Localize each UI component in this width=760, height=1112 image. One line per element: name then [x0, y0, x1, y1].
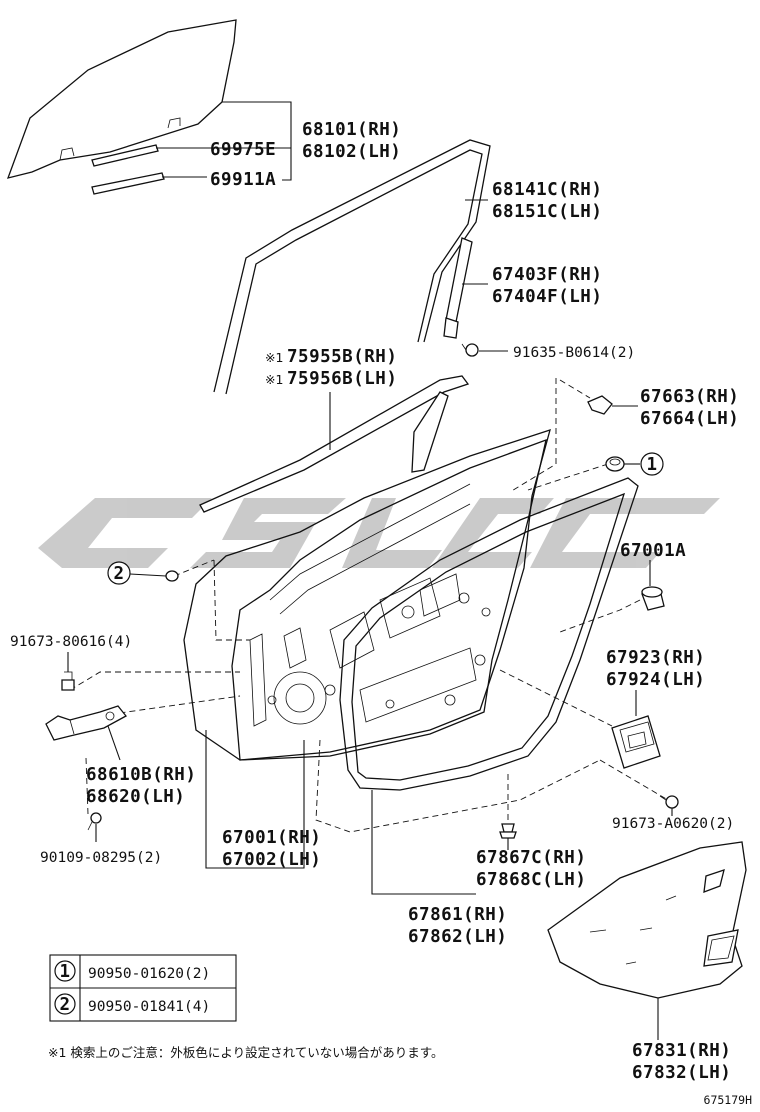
- label-clip-upper-lh: 67664(LH): [640, 409, 739, 429]
- ref-line-check: [69, 695, 241, 721]
- callout-circle-1: [640, 452, 664, 476]
- cap-67001a: [641, 586, 665, 611]
- label-belt-moulding-lh: 75956B(LH): [287, 369, 397, 389]
- watermark-logo: [38, 498, 720, 568]
- ref-line-clip: [509, 378, 557, 493]
- service-hole-cover: [611, 715, 661, 769]
- ref-line-cover-bolt: [599, 759, 669, 801]
- trim-board: [547, 841, 747, 999]
- ref-line-cap1: [527, 463, 609, 491]
- legend-part-1: 90950-01620(2): [88, 966, 210, 982]
- label-run-channel-lh: 68151C(LH): [492, 202, 602, 222]
- label-weatherstrip-lh: 67862(LH): [408, 927, 507, 947]
- footnote: ※1 検索上のご注意：外板色により設定されていない場合があります。: [48, 1045, 444, 1060]
- cover-bolt: [659, 795, 679, 809]
- label-cover-rh: 67923(RH): [606, 648, 705, 668]
- door-panel: [183, 429, 551, 761]
- leader-door-check: [107, 725, 121, 761]
- ref-line-left: [213, 559, 250, 641]
- rear-run-channel: [443, 237, 473, 339]
- label-91635: 91635-B0614(2): [513, 345, 635, 361]
- door-check: [45, 705, 127, 741]
- leader-door-panel: [205, 730, 305, 869]
- label-weatherstrip-rh: 67861(RH): [408, 905, 507, 925]
- callout-circle-2-num: 2: [113, 564, 124, 584]
- glass-channel-lower: [91, 172, 165, 195]
- legend-table: [49, 954, 237, 1022]
- legend-num-1: 1: [59, 962, 70, 982]
- leader-callout-2: [129, 573, 167, 577]
- cap-item-2: [165, 570, 179, 582]
- label-belt-moulding-rh: 75955B(RH): [287, 347, 397, 367]
- label-door-check-lh: 68620(LH): [86, 787, 185, 807]
- label-trim-board-lh: 67832(LH): [632, 1063, 731, 1083]
- legend-num-2: 2: [59, 995, 70, 1015]
- run-channel-bolt: [461, 343, 479, 357]
- label-weatherclip-rh: 67867C(RH): [476, 848, 586, 868]
- label-weatherclip-lh: 67868C(LH): [476, 870, 586, 890]
- glass-channel-upper: [91, 144, 159, 167]
- check-bolt: [61, 671, 75, 691]
- label-belt-note-mark-1: ※1: [265, 350, 283, 365]
- label-91673-8: 91673-80616(4): [10, 634, 132, 650]
- cap-item-1: [605, 456, 625, 472]
- diagram-code: 675179H: [704, 1093, 753, 1107]
- ref-line-67001a: [559, 599, 641, 633]
- label-rear-run-lh: 67404F(LH): [492, 287, 602, 307]
- callout-circle-2: [107, 561, 131, 585]
- label-window-glass-rh: 68101(RH): [302, 120, 401, 140]
- run-channel: [213, 139, 491, 395]
- callout-circle-1-num: 1: [646, 455, 657, 475]
- label-69975e: 69975E: [210, 140, 276, 160]
- label-90109: 90109-08295(2): [40, 850, 162, 866]
- belt-moulding: [199, 375, 470, 513]
- legend-part-2: 90950-01841(4): [88, 999, 210, 1015]
- label-clip-upper-rh: 67663(RH): [640, 387, 739, 407]
- label-69911a: 69911A: [210, 170, 276, 190]
- ref-line-cover: [499, 669, 613, 727]
- weatherstrip-clip: [499, 823, 517, 839]
- door-weatherstrip: [339, 477, 639, 791]
- label-window-glass-lh: 68102(LH): [302, 142, 401, 162]
- label-cover-lh: 67924(LH): [606, 670, 705, 690]
- leader-weatherstrip: [371, 790, 476, 895]
- label-91673a: 91673-A0620(2): [612, 816, 734, 832]
- door-glass: [6, 19, 237, 179]
- label-67001a: 67001A: [620, 541, 686, 561]
- label-trim-board-rh: 67831(RH): [632, 1041, 731, 1061]
- leader-window-glass: [222, 101, 292, 181]
- label-door-panel-lh: 67002(LH): [222, 850, 321, 870]
- label-door-check-rh: 68610B(RH): [86, 765, 196, 785]
- label-door-panel-rh: 67001(RH): [222, 828, 321, 848]
- ref-line-clip2: [559, 379, 591, 399]
- label-run-channel-rh: 68141C(RH): [492, 180, 602, 200]
- check-screw: [87, 812, 102, 831]
- ref-line-bolt: [69, 671, 240, 691]
- ref-line-lower: [315, 739, 601, 833]
- ref-line-cap2: [173, 559, 215, 577]
- clip-upper: [587, 395, 613, 415]
- label-belt-note-mark-2: ※1: [265, 372, 283, 387]
- label-rear-run-rh: 67403F(RH): [492, 265, 602, 285]
